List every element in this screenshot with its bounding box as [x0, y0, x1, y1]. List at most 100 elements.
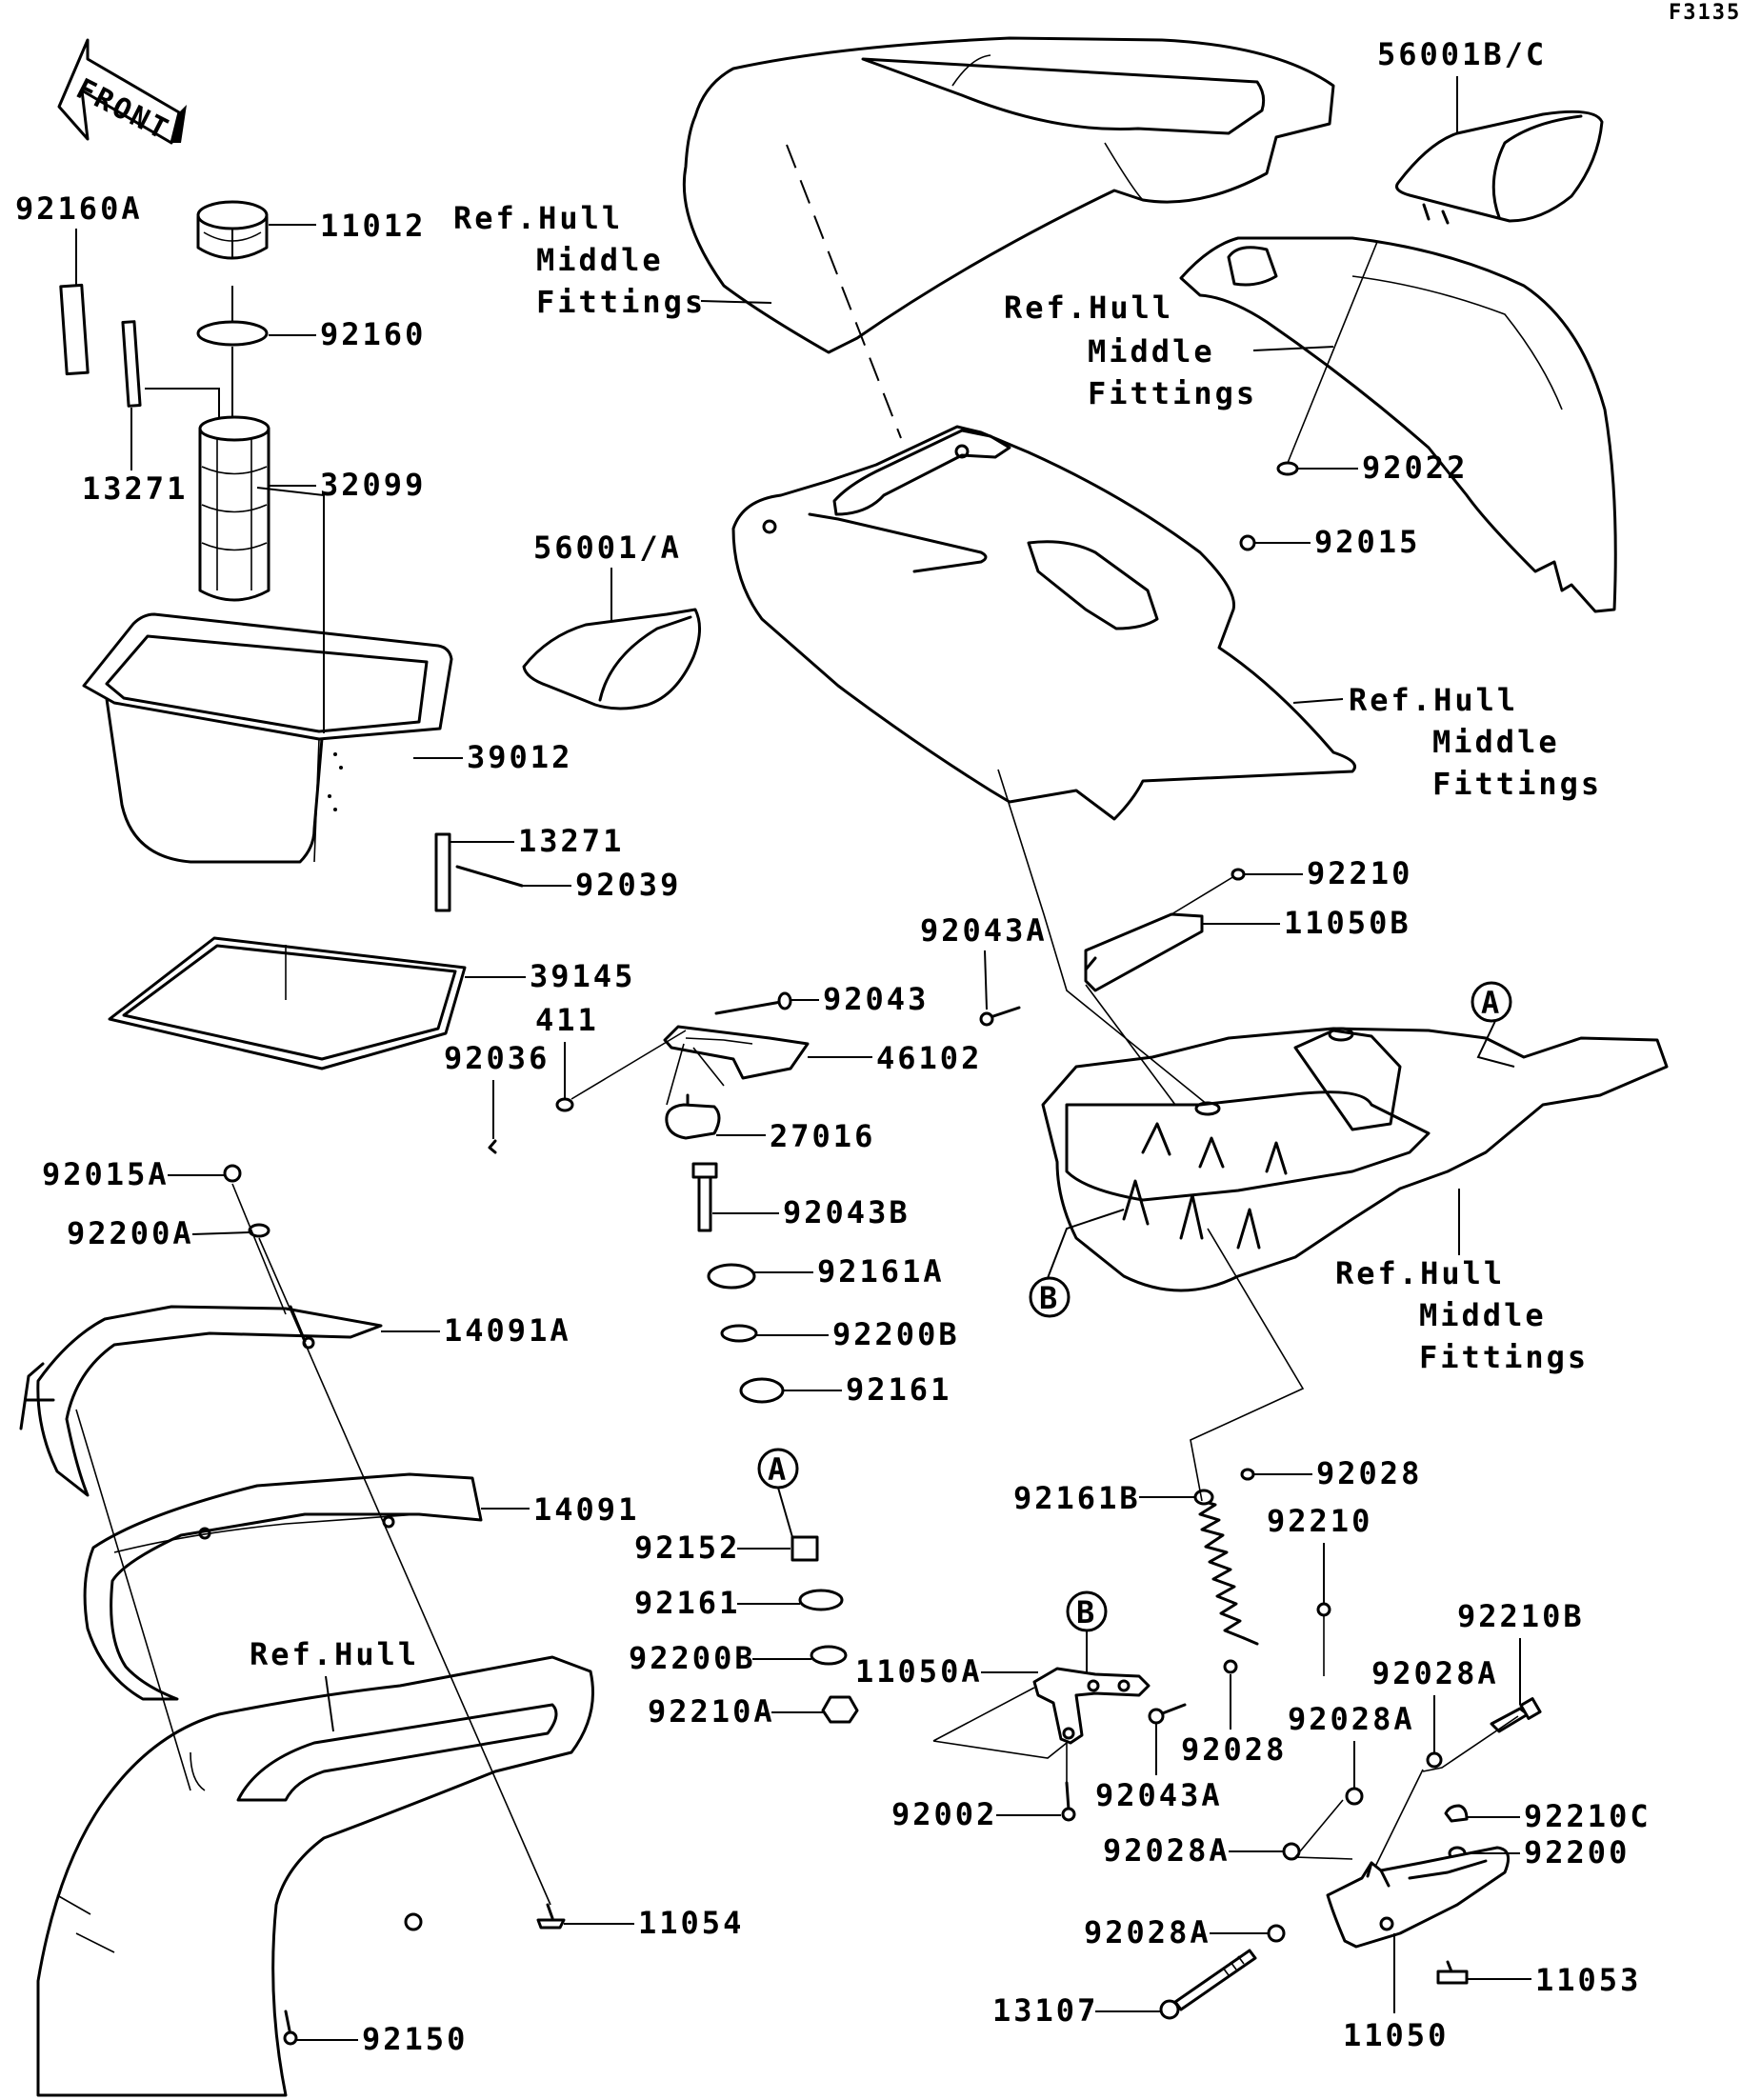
washer-92161a-icon: [707, 1263, 756, 1290]
label-92200A: 92200A: [67, 1215, 194, 1251]
label-56001A: 56001/A: [533, 530, 682, 566]
label-92028A-3: 92028A: [1103, 1832, 1231, 1869]
hull-rear-right-icon: [1179, 236, 1617, 613]
screw-92043a-top-icon: [989, 1006, 1021, 1019]
nut-92028a-2-icon: [1345, 1787, 1364, 1806]
latch-46102-icon: [663, 1025, 810, 1080]
label-92200: 92200: [1524, 1834, 1630, 1870]
label-92160A: 92160A: [15, 190, 143, 227]
washer-92200b-low-icon: [810, 1645, 848, 1666]
label-92043A-low: 92043A: [1095, 1777, 1223, 1813]
storage-assembly: [59, 200, 524, 1070]
washer-92161-top-icon: [739, 1377, 785, 1404]
label-39145: 39145: [530, 958, 635, 994]
screw-92150-icon: [283, 2010, 298, 2046]
hull-bottom-right-icon: [1041, 1027, 1669, 1292]
washer-92210-mid-icon: [1316, 1602, 1331, 1617]
ref-hull-label-3: Ref.Hull Middle Fittings: [1349, 682, 1602, 802]
callout-a-center: A: [757, 1448, 799, 1490]
nut-92015-icon: [1239, 534, 1256, 551]
washer-92028-mid-icon: [1223, 1659, 1238, 1674]
callout-b-lower: B: [1066, 1590, 1108, 1632]
label-11012: 11012: [320, 208, 426, 244]
svg-text:Fittings: Fittings: [1419, 1339, 1589, 1375]
label-13107: 13107: [992, 1992, 1098, 2029]
svg-text:Middle: Middle: [1088, 333, 1215, 370]
front-arrow-icon: FRONT: [57, 38, 187, 148]
spacer-92152-icon: [790, 1535, 819, 1562]
hull-bottom-left-icon: [36, 1655, 594, 2097]
seat-56001a-icon: [522, 608, 701, 710]
grab-rail-14091a-icon: [19, 1305, 383, 1497]
washer-92161-low-icon: [798, 1589, 844, 1611]
bolt-13107-icon: [1159, 1949, 1257, 2020]
label-92015: 92015: [1314, 524, 1420, 560]
svg-text:Ref.Hull: Ref.Hull: [250, 1636, 419, 1672]
callout-a-top: A: [1471, 981, 1512, 1023]
label-14091: 14091: [533, 1491, 639, 1528]
label-11050B: 11050B: [1284, 905, 1411, 941]
screw-92043a-low-icon: [1148, 1703, 1187, 1725]
label-46102: 46102: [876, 1040, 982, 1076]
knob-27016-icon: [665, 1093, 721, 1140]
label-92028A-2: 92028A: [1288, 1701, 1415, 1737]
bolt-92043-icon: [714, 991, 792, 1015]
label-11053: 11053: [1535, 1962, 1641, 1998]
strap-13271-icon: [121, 320, 142, 408]
gasket-39145-icon: [108, 936, 467, 1070]
washer-92028-top-icon: [1240, 1468, 1255, 1481]
spring-92161b-icon: [1193, 1489, 1259, 1646]
label-92043: 92043: [823, 981, 929, 1017]
ref-hull-label-1: Ref.Hull Middle Fittings: [453, 200, 706, 320]
label-14091A: 14091A: [444, 1312, 571, 1349]
label-11050: 11050: [1343, 2017, 1449, 2053]
svg-text:B: B: [1039, 1280, 1060, 1316]
svg-text:A: A: [1481, 985, 1502, 1021]
bolt-92210b-icon: [1490, 1697, 1542, 1733]
svg-text:Fittings: Fittings: [1432, 766, 1602, 802]
label-92043B: 92043B: [783, 1194, 911, 1230]
ref-hull-label-2: Ref.Hull Middle Fittings: [1004, 290, 1254, 411]
seat-56001bc-icon: [1395, 110, 1604, 225]
label-11054: 11054: [638, 1905, 744, 1941]
o-ring-icon: [196, 320, 269, 347]
label-13271-box: 13271: [518, 823, 624, 859]
bracket-11050a-icon: [1032, 1667, 1151, 1745]
label-11050A: 11050A: [855, 1653, 983, 1690]
callout-b-top: B: [1029, 1276, 1071, 1318]
svg-text:Ref.Hull: Ref.Hull: [453, 200, 623, 236]
bracket-11050-icon: [1326, 1846, 1511, 1949]
label-32099: 32099: [320, 467, 426, 503]
label-92210C: 92210C: [1524, 1798, 1651, 1834]
nut-92015a-icon: [223, 1164, 242, 1183]
fastener-11054-icon: [536, 1903, 566, 1930]
bracket-11050b-icon: [1084, 912, 1204, 992]
bolt-92043b-icon: [691, 1162, 718, 1232]
nut-92028a-4-icon: [1267, 1924, 1286, 1943]
label-27016: 27016: [770, 1118, 875, 1154]
label-92022: 92022: [1362, 450, 1468, 486]
screw-92002-icon: [1061, 1781, 1076, 1822]
storage-box-icon: [82, 612, 453, 864]
svg-text:Ref.Hull: Ref.Hull: [1004, 290, 1173, 326]
label-92210-mid: 92210: [1267, 1503, 1372, 1539]
cover-14091-icon: [83, 1472, 483, 1701]
svg-text:Fittings: Fittings: [536, 284, 706, 320]
label-92161-top: 92161: [846, 1371, 951, 1408]
clip-11053-icon: [1436, 1960, 1469, 1985]
label-92200B-top: 92200B: [832, 1316, 960, 1352]
label-92152: 92152: [634, 1530, 740, 1566]
label-411: 411: [535, 1002, 599, 1038]
washer-92210-top-icon: [1231, 868, 1246, 881]
label-92028-top: 92028: [1316, 1455, 1422, 1491]
nut-92028a-1-icon: [1426, 1751, 1443, 1769]
svg-text:Middle: Middle: [536, 242, 664, 278]
label-92161-low: 92161: [634, 1585, 740, 1621]
svg-text:B: B: [1076, 1594, 1097, 1630]
svg-text:Middle: Middle: [1419, 1297, 1547, 1333]
label-92200B-low: 92200B: [629, 1640, 756, 1676]
hull-middle-icon: [731, 425, 1356, 821]
bracket-13271-icon: [434, 832, 451, 912]
diagram-code: F3135: [1669, 1, 1741, 25]
